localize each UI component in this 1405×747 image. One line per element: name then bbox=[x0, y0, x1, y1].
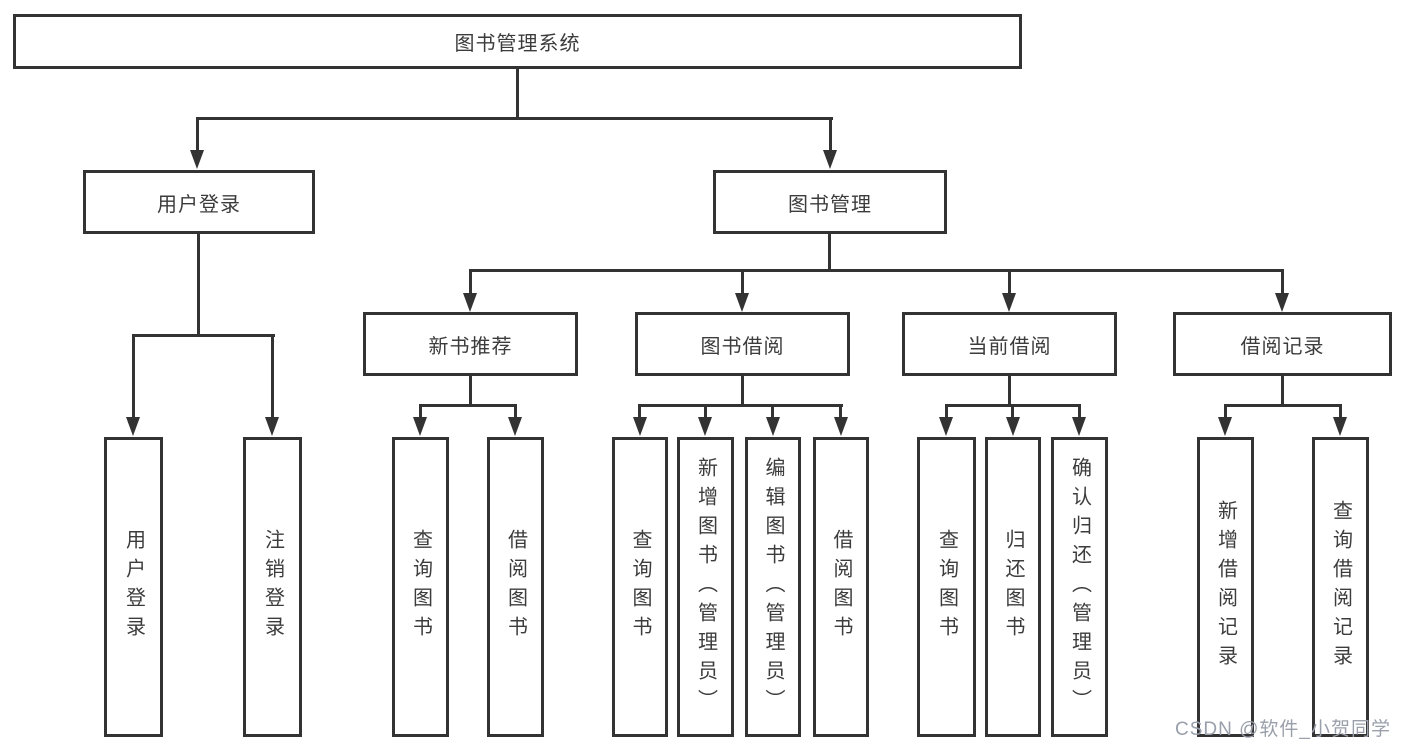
node-borrow-books-borrowing: 借阅图书 bbox=[813, 437, 869, 737]
node-label: 确认归还（管理员） bbox=[1068, 456, 1091, 718]
node-book-borrowing: 图书借阅 bbox=[635, 312, 850, 376]
node-library-management-system: 图书管理系统 bbox=[13, 14, 1022, 69]
node-label: 新增借阅记录 bbox=[1214, 500, 1237, 674]
connector-vline bbox=[1339, 404, 1342, 419]
arrowhead-down-icon bbox=[939, 417, 953, 436]
connector-vline bbox=[741, 269, 744, 296]
node-borrowing-records: 借阅记录 bbox=[1173, 312, 1392, 376]
node-add-borrow-record: 新增借阅记录 bbox=[1197, 437, 1254, 737]
connector-vline bbox=[828, 234, 831, 272]
connector-hline bbox=[196, 117, 833, 120]
arrowhead-down-icon bbox=[823, 150, 837, 169]
node-label: 新增图书（管理员） bbox=[694, 456, 717, 718]
arrowhead-down-icon bbox=[463, 293, 477, 312]
node-new-book-recommendation: 新书推荐 bbox=[363, 312, 578, 376]
connector-vline bbox=[516, 68, 519, 120]
connector-vline bbox=[945, 404, 948, 419]
node-book-management: 图书管理 bbox=[713, 170, 947, 234]
connector-vline bbox=[1008, 269, 1011, 296]
node-label: 借阅图书 bbox=[504, 529, 527, 645]
connector-hline bbox=[132, 334, 275, 337]
connector-vline bbox=[469, 376, 472, 407]
arrowhead-down-icon bbox=[126, 417, 140, 436]
connector-vline bbox=[132, 334, 135, 418]
arrowhead-down-icon bbox=[834, 417, 848, 436]
arrowhead-down-icon bbox=[1006, 417, 1020, 436]
connector-vline bbox=[1008, 376, 1011, 407]
csdn-watermark: CSDN @软件_小贺同学 bbox=[1175, 719, 1391, 740]
connector-vline bbox=[1281, 376, 1284, 407]
connector-vline bbox=[829, 117, 832, 152]
node-label: 查询图书 bbox=[629, 529, 651, 645]
connector-vline bbox=[514, 404, 517, 419]
connector-vline bbox=[704, 404, 707, 419]
node-label: 用户登录 bbox=[157, 193, 241, 216]
node-label: 新书推荐 bbox=[428, 335, 513, 358]
arrowhead-down-icon bbox=[265, 417, 279, 436]
connector-vline bbox=[1224, 404, 1227, 419]
node-label: 借阅记录 bbox=[1240, 335, 1325, 358]
node-confirm-return-admin: 确认归还（管理员） bbox=[1051, 437, 1108, 737]
node-current-borrowing: 当前借阅 bbox=[902, 312, 1117, 376]
node-label: 查询图书 bbox=[935, 529, 958, 645]
connector-vline bbox=[469, 269, 472, 296]
connector-vline bbox=[1281, 269, 1284, 296]
node-search-books-current: 查询图书 bbox=[917, 437, 976, 737]
connector-hline bbox=[469, 269, 1283, 272]
connector-vline bbox=[839, 404, 842, 419]
arrowhead-down-icon bbox=[1333, 417, 1347, 436]
node-label: 图书管理 bbox=[788, 193, 872, 216]
node-label: 借阅图书 bbox=[830, 529, 852, 645]
node-search-books-borrowing: 查询图书 bbox=[612, 437, 668, 737]
node-search-borrow-record: 查询借阅记录 bbox=[1312, 437, 1369, 737]
node-label: 查询图书 bbox=[409, 529, 432, 645]
arrowhead-down-icon bbox=[735, 293, 749, 312]
node-label: 编辑图书（管理员） bbox=[762, 456, 784, 718]
arrowhead-down-icon bbox=[508, 417, 522, 436]
node-user-login: 用户登录 bbox=[83, 170, 315, 234]
arrowhead-down-icon bbox=[190, 150, 204, 169]
arrowhead-down-icon bbox=[413, 417, 427, 436]
connector-hline bbox=[1224, 404, 1342, 407]
node-label: 注销登录 bbox=[261, 529, 284, 645]
node-label: 图书管理系统 bbox=[454, 33, 581, 55]
node-label: 图书借阅 bbox=[700, 335, 785, 358]
node-search-books-recommend: 查询图书 bbox=[392, 437, 449, 737]
node-borrow-books-recommend: 借阅图书 bbox=[487, 437, 544, 737]
arrowhead-down-icon bbox=[1002, 293, 1016, 312]
arrowhead-down-icon bbox=[766, 417, 780, 436]
node-label: 用户登录 bbox=[122, 529, 145, 645]
node-label: 查询借阅记录 bbox=[1329, 500, 1352, 674]
arrowhead-down-icon bbox=[1275, 293, 1289, 312]
node-add-books-admin: 新增图书（管理员） bbox=[677, 437, 734, 737]
connector-hline bbox=[419, 404, 517, 407]
arrowhead-down-icon bbox=[633, 417, 647, 436]
arrowhead-down-icon bbox=[698, 417, 712, 436]
connector-vline bbox=[741, 376, 744, 407]
node-return-books: 归还图书 bbox=[985, 437, 1041, 737]
connector-vline bbox=[1011, 404, 1014, 419]
node-logout: 注销登录 bbox=[243, 437, 302, 737]
arrowhead-down-icon bbox=[1072, 417, 1086, 436]
node-user-login-leaf: 用户登录 bbox=[104, 437, 163, 737]
arrowhead-down-icon bbox=[1218, 417, 1232, 436]
connector-vline bbox=[197, 234, 200, 337]
connector-vline bbox=[271, 334, 274, 418]
connector-vline bbox=[638, 404, 641, 419]
node-edit-books-admin: 编辑图书（管理员） bbox=[745, 437, 801, 737]
node-label: 当前借阅 bbox=[967, 335, 1052, 358]
connector-vline bbox=[419, 404, 422, 419]
connector-vline bbox=[196, 117, 199, 152]
connector-vline bbox=[1078, 404, 1081, 419]
node-label: 归还图书 bbox=[1002, 529, 1024, 645]
connector-hline bbox=[638, 404, 843, 407]
connector-vline bbox=[771, 404, 774, 419]
